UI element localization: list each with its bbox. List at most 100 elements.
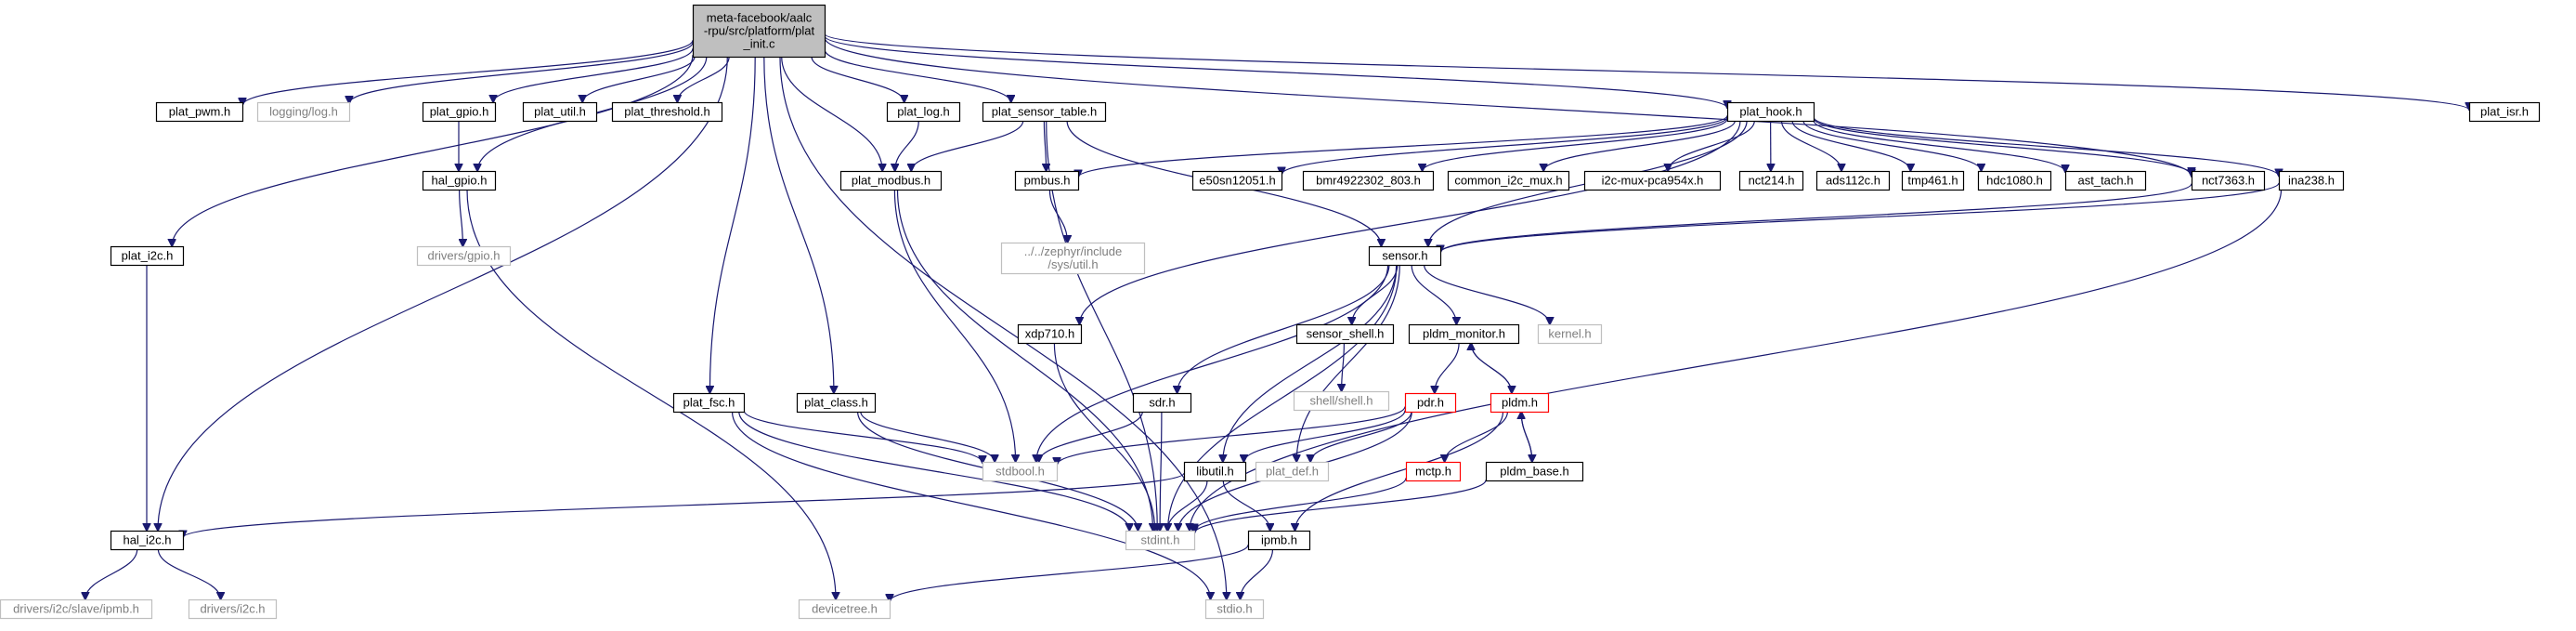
node-plat-isr[interactable]: plat_isr.h — [2468, 101, 2541, 123]
node-box[interactable] — [1447, 170, 1570, 191]
node-box[interactable] — [2191, 170, 2266, 191]
node-plat-pwm[interactable]: plat_pwm.h — [155, 101, 244, 123]
node-plat-def[interactable]: plat_def.h — [1255, 461, 1330, 482]
node-box[interactable] — [1247, 530, 1311, 551]
node-plat-fsc[interactable]: plat_fsc.h — [672, 392, 746, 414]
node-stdint[interactable]: stdint.h — [1125, 530, 1196, 551]
node-box[interactable] — [155, 101, 244, 123]
node-mctp[interactable]: mctp.h — [1405, 461, 1462, 482]
node-box[interactable] — [982, 101, 1107, 123]
node-box[interactable] — [1000, 242, 1146, 275]
node-plat-modbus[interactable]: plat_modbus.h — [839, 170, 943, 191]
node-hdc1080[interactable]: hdc1080.h — [1977, 170, 2052, 191]
node-e50sn12051[interactable]: e50sn12051.h — [1191, 170, 1283, 191]
node-box[interactable] — [886, 101, 961, 123]
node-sensor[interactable]: sensor.h — [1368, 245, 1442, 267]
node-drivers-gpio[interactable]: drivers/gpio.h — [416, 245, 512, 267]
node-tmp461[interactable]: tmp461.h — [1901, 170, 1965, 191]
node-box[interactable] — [1977, 170, 2052, 191]
node-drivers-i2c[interactable]: drivers/i2c.h — [188, 598, 278, 620]
node-common-i2c-mux[interactable]: common_i2c_mux.h — [1447, 170, 1570, 191]
node-ina238[interactable]: ina238.h — [2278, 170, 2345, 191]
node-box[interactable] — [1485, 461, 1584, 482]
node-box[interactable] — [1405, 461, 1462, 482]
node-box[interactable] — [1815, 170, 1891, 191]
node-box[interactable] — [1738, 170, 1804, 191]
node-logging-log[interactable]: logging/log.h — [256, 101, 351, 123]
node-box[interactable] — [2064, 170, 2147, 191]
node-plat-threshold[interactable]: plat_threshold.h — [611, 101, 723, 123]
node-plat-i2c[interactable]: plat_i2c.h — [110, 245, 185, 267]
node-box[interactable] — [1017, 323, 1083, 345]
node-box[interactable] — [416, 245, 512, 267]
node-box[interactable] — [0, 598, 153, 620]
node-ads112c[interactable]: ads112c.h — [1815, 170, 1891, 191]
node-box[interactable] — [256, 101, 351, 123]
node-box[interactable] — [1408, 323, 1520, 345]
node-box[interactable] — [2278, 170, 2345, 191]
node-box[interactable] — [1726, 101, 1815, 123]
node-box[interactable] — [798, 598, 891, 620]
node-plat-hook[interactable]: plat_hook.h — [1726, 101, 1815, 123]
node-stdbool[interactable]: stdbool.h — [982, 461, 1059, 482]
node-box[interactable] — [1183, 461, 1247, 482]
node-plat-util[interactable]: plat_util.h — [522, 101, 598, 123]
node-nct214[interactable]: nct214.h — [1738, 170, 1804, 191]
node-libutil[interactable]: libutil.h — [1183, 461, 1247, 482]
node-box[interactable] — [1191, 170, 1283, 191]
node-box[interactable] — [1125, 530, 1196, 551]
node-box[interactable] — [796, 392, 877, 414]
node-i2c-mux-pca954x[interactable]: i2c-mux-pca954x.h — [1583, 170, 1722, 191]
node-hal-i2c[interactable]: hal_i2c.h — [110, 530, 185, 551]
node-box[interactable] — [611, 101, 723, 123]
node-zephyr-util[interactable]: ../../zephyr/include/sys/util.h — [1000, 242, 1146, 275]
node-box[interactable] — [2468, 101, 2541, 123]
node-box[interactable] — [1537, 323, 1603, 345]
node-box[interactable] — [1583, 170, 1722, 191]
node-box[interactable] — [1132, 392, 1192, 414]
node-sensor-shell[interactable]: sensor_shell.h — [1295, 323, 1395, 345]
node-box[interactable] — [982, 461, 1059, 482]
node-pldm-monitor[interactable]: pldm_monitor.h — [1408, 323, 1520, 345]
node-pmbus[interactable]: pmbus.h — [1014, 170, 1080, 191]
node-sdr[interactable]: sdr.h — [1132, 392, 1192, 414]
node-drivers-i2c-slave-ipmb[interactable]: drivers/i2c/slave/ipmb.h — [0, 598, 153, 620]
node-box[interactable] — [1368, 245, 1442, 267]
node-pldm[interactable]: pldm.h — [1490, 392, 1550, 414]
node-hal-gpio[interactable]: hal_gpio.h — [422, 170, 497, 191]
node-box[interactable] — [522, 101, 598, 123]
node-box[interactable] — [422, 170, 497, 191]
node-stdio[interactable]: stdio.h — [1204, 598, 1265, 620]
node-box[interactable] — [1490, 392, 1550, 414]
node-box[interactable] — [692, 4, 826, 59]
node-ipmb[interactable]: ipmb.h — [1247, 530, 1311, 551]
node-box[interactable] — [1404, 392, 1457, 414]
node-plat-gpio[interactable]: plat_gpio.h — [422, 101, 497, 123]
node-box[interactable] — [1014, 170, 1080, 191]
node-shell-shell[interactable]: shell/shell.h — [1293, 390, 1390, 412]
node-pldm-base[interactable]: pldm_base.h — [1485, 461, 1584, 482]
node-box[interactable] — [110, 530, 185, 551]
node-box[interactable] — [1204, 598, 1265, 620]
node-box[interactable] — [110, 245, 185, 267]
node-pdr[interactable]: pdr.h — [1404, 392, 1457, 414]
node-box[interactable] — [1295, 323, 1395, 345]
node-plat-sensor-table[interactable]: plat_sensor_table.h — [982, 101, 1107, 123]
node-plat-class[interactable]: plat_class.h — [796, 392, 877, 414]
node-box[interactable] — [422, 101, 497, 123]
node-xdp710[interactable]: xdp710.h — [1017, 323, 1083, 345]
node-box[interactable] — [1302, 170, 1435, 191]
node-box[interactable] — [1901, 170, 1965, 191]
node-nct7363[interactable]: nct7363.h — [2191, 170, 2266, 191]
node-root[interactable]: meta-facebook/aalc-rpu/src/platform/plat… — [692, 4, 826, 59]
node-plat-log[interactable]: plat_log.h — [886, 101, 961, 123]
node-ast-tach[interactable]: ast_tach.h — [2064, 170, 2147, 191]
node-bmr4922302-803[interactable]: bmr4922302_803.h — [1302, 170, 1435, 191]
node-devicetree[interactable]: devicetree.h — [798, 598, 891, 620]
node-kernel[interactable]: kernel.h — [1537, 323, 1603, 345]
node-box[interactable] — [672, 392, 746, 414]
node-box[interactable] — [839, 170, 943, 191]
node-box[interactable] — [188, 598, 278, 620]
node-box[interactable] — [1293, 390, 1390, 412]
node-box[interactable] — [1255, 461, 1330, 482]
